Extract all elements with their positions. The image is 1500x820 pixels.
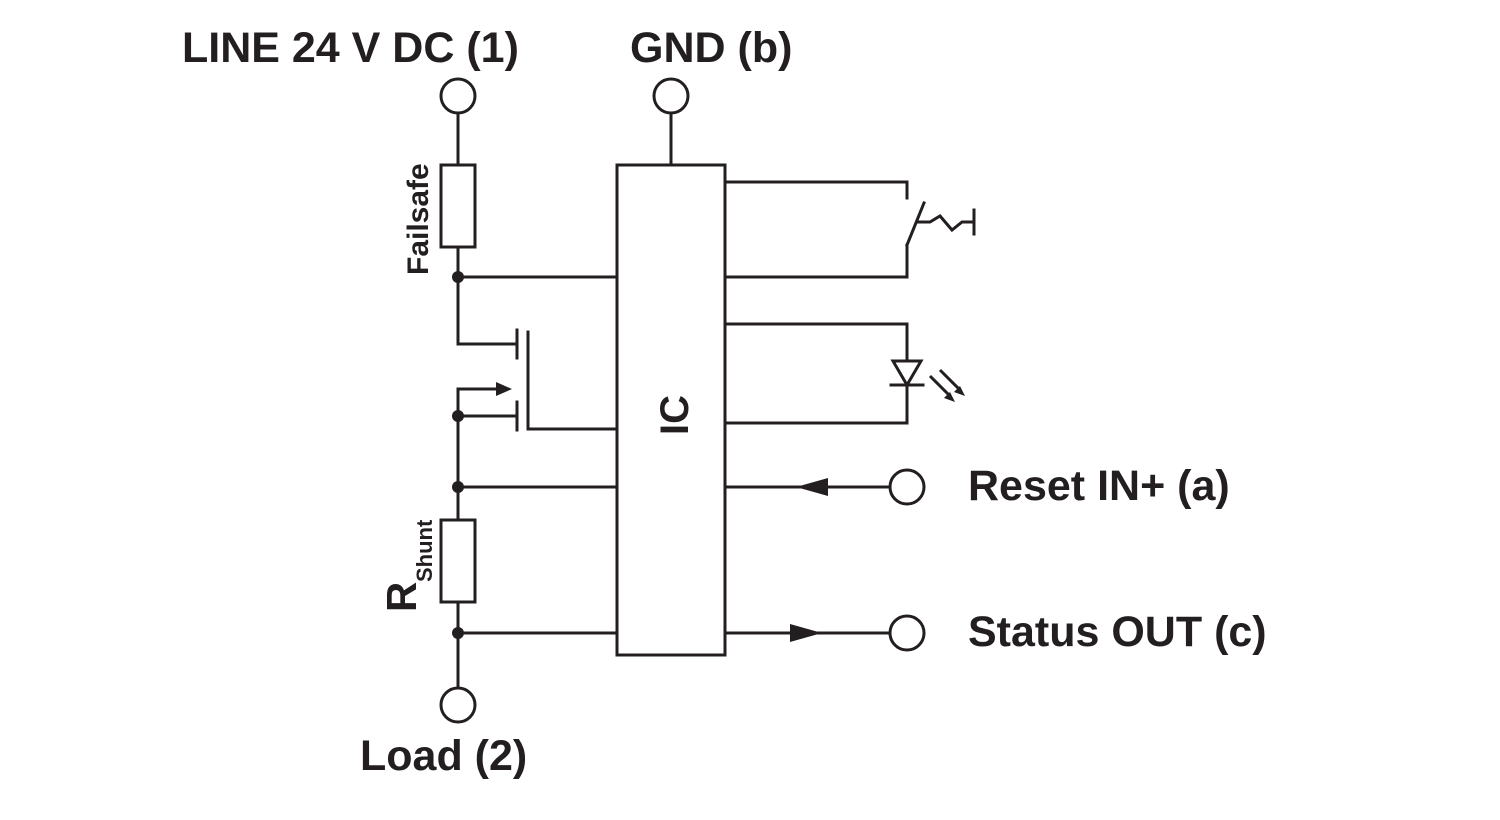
reset-button-switch bbox=[723, 180, 976, 279]
label-line: LINE 24 V DC (1) bbox=[182, 24, 519, 72]
junction-dot bbox=[452, 627, 464, 639]
label-ic: IC bbox=[653, 395, 697, 435]
mosfet-symbol bbox=[456, 328, 619, 432]
shunt-resistor bbox=[439, 518, 477, 604]
terminal-load bbox=[439, 686, 477, 724]
label-gnd: GND (b) bbox=[630, 24, 792, 72]
junction-dot bbox=[452, 271, 464, 283]
label-load: Load (2) bbox=[360, 732, 527, 780]
label-shunt-r: R bbox=[378, 582, 425, 612]
main-rail bbox=[456, 111, 519, 690]
label-status: Status OUT (c) bbox=[968, 608, 1267, 656]
terminal-gnd bbox=[652, 77, 690, 115]
label-shunt-sub: Shunt bbox=[412, 519, 437, 582]
rail-to-ic-wires bbox=[456, 275, 619, 635]
input-arrow-icon bbox=[796, 478, 828, 496]
label-failsafe: Failsafe bbox=[402, 163, 435, 275]
status-output-line bbox=[723, 624, 892, 642]
junction-dot bbox=[452, 481, 464, 493]
status-led bbox=[723, 322, 965, 425]
reset-input-line bbox=[723, 478, 892, 496]
terminal-status bbox=[888, 614, 926, 652]
junction-dot bbox=[452, 410, 464, 422]
label-shunt-group: R Shunt bbox=[378, 519, 437, 612]
terminal-reset bbox=[888, 468, 926, 506]
terminal-line bbox=[439, 77, 477, 115]
failsafe-fuse bbox=[439, 163, 477, 249]
ic-block bbox=[615, 163, 727, 657]
mosfet-arrow-icon bbox=[496, 382, 512, 396]
label-reset: Reset IN+ (a) bbox=[968, 462, 1230, 510]
output-arrow-icon bbox=[790, 624, 822, 642]
led-icon bbox=[890, 359, 924, 388]
